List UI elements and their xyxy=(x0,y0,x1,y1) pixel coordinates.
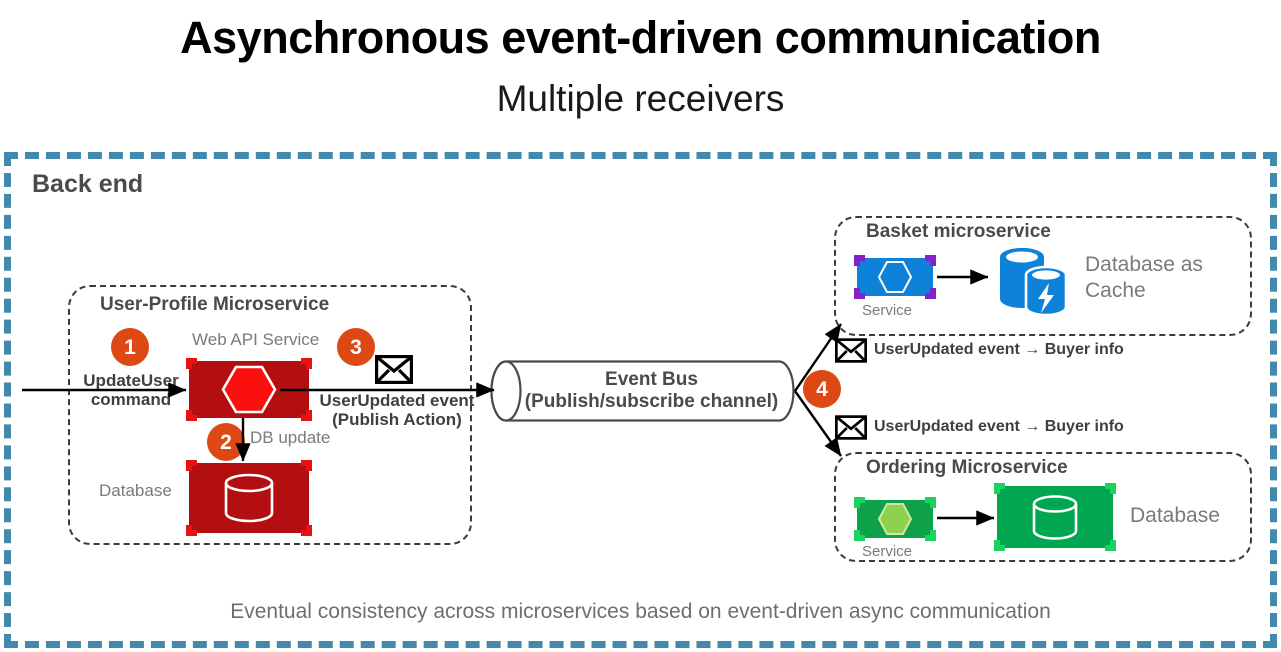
corner-bracket-icon xyxy=(186,358,197,369)
page-title: Asynchronous event-driven communication xyxy=(180,12,1101,63)
corner-bracket-icon xyxy=(925,288,936,299)
corner-bracket-icon xyxy=(186,525,197,536)
corner-bracket-icon xyxy=(301,525,312,536)
ordering-database-label: Database xyxy=(1130,504,1220,527)
corner-bracket-icon xyxy=(854,530,865,541)
corner-bracket-icon xyxy=(925,530,936,541)
web-api-service-label: Web API Service xyxy=(192,330,320,349)
step-badge-3: 3 xyxy=(337,328,375,366)
envelope-icon xyxy=(375,355,413,384)
backend-boundary xyxy=(4,152,1277,648)
corner-bracket-icon xyxy=(301,358,312,369)
corner-bracket-icon xyxy=(854,255,865,266)
update-user-command-label: UpdateUser command xyxy=(83,371,179,410)
hexagon-icon xyxy=(877,261,913,293)
corner-bracket-icon xyxy=(186,410,197,421)
backend-label: Back end xyxy=(32,170,144,198)
cache-database-icon xyxy=(1000,248,1068,317)
user-profile-microservice-title: User-Profile Microservice xyxy=(100,294,330,315)
hexagon-icon xyxy=(221,365,277,414)
corner-bracket-icon xyxy=(925,255,936,266)
step-badge-2: 2 xyxy=(207,423,245,461)
user-profile-database-tile xyxy=(186,460,312,536)
corner-bracket-icon xyxy=(1105,483,1116,494)
corner-bracket-icon xyxy=(994,540,1005,551)
envelope-icon xyxy=(835,338,867,363)
corner-bracket-icon xyxy=(854,497,865,508)
basket-service-label: Service xyxy=(862,302,913,319)
hexagon-icon xyxy=(877,503,913,535)
event-bus-line-2: (Publish/subscribe channel) xyxy=(524,391,779,412)
envelope-icon xyxy=(835,415,867,440)
corner-bracket-icon xyxy=(186,460,197,471)
user-profile-microservice-boundary xyxy=(68,285,472,545)
diagram-caption: Eventual consistency across microservice… xyxy=(230,600,1051,623)
basket-microservice-title: Basket microservice xyxy=(866,221,1051,242)
corner-bracket-icon xyxy=(1105,540,1116,551)
corner-bracket-icon xyxy=(994,483,1005,494)
ordering-service-tile xyxy=(854,497,936,541)
corner-bracket-icon xyxy=(301,460,312,471)
user-profile-database-label: Database xyxy=(99,481,172,500)
corner-bracket-icon xyxy=(301,410,312,421)
ordering-microservice-boundary xyxy=(834,452,1252,562)
event-bus-text: Event Bus (Publish/subscribe channel) xyxy=(490,360,795,422)
event-bus: Event Bus (Publish/subscribe channel) xyxy=(490,360,795,422)
event-bus-line-1: Event Bus xyxy=(605,368,698,390)
database-cylinder-icon xyxy=(1032,495,1078,540)
ordering-service-label: Service xyxy=(862,543,913,560)
subscriber-message-1: UserUpdated event → Buyer info xyxy=(874,341,1124,358)
basket-database-label: Database as Cache xyxy=(1085,253,1203,303)
database-cylinder-icon xyxy=(224,473,274,523)
publish-action-label: UserUpdated event (Publish Action) xyxy=(319,391,475,430)
page-subtitle: Multiple receivers xyxy=(496,78,785,119)
db-update-label: DB update xyxy=(250,428,331,447)
subscriber-message-2: UserUpdated event → Buyer info xyxy=(874,418,1124,435)
web-api-service-tile xyxy=(186,358,312,421)
step-badge-4: 4 xyxy=(803,370,841,408)
basket-microservice-boundary xyxy=(834,216,1252,336)
step-badge-1: 1 xyxy=(111,328,149,366)
basket-service-tile xyxy=(854,255,936,299)
corner-bracket-icon xyxy=(925,497,936,508)
ordering-database-tile xyxy=(994,483,1116,551)
ordering-microservice-title: Ordering Microservice xyxy=(866,457,1068,478)
corner-bracket-icon xyxy=(854,288,865,299)
